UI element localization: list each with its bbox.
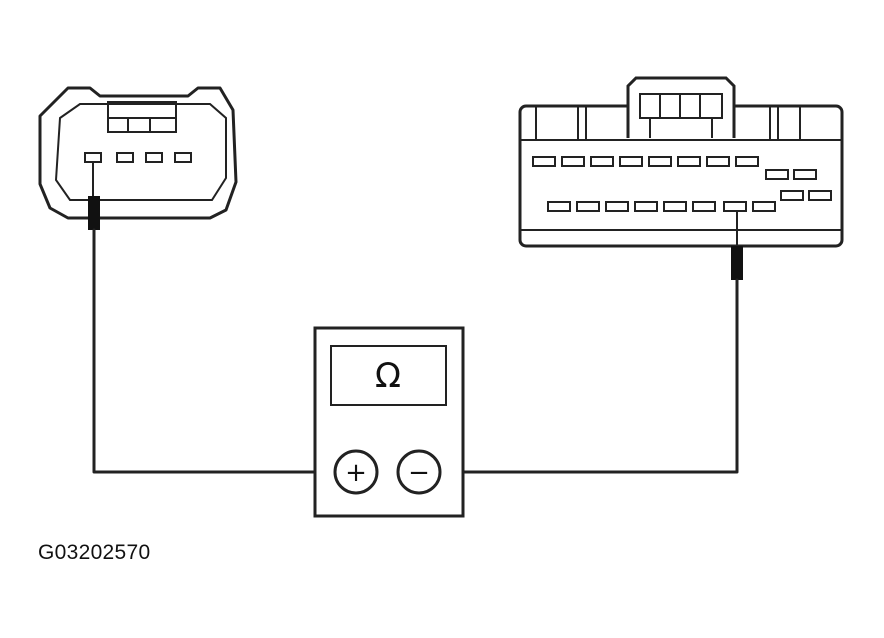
positive-test-lead: [88, 162, 339, 474]
meter-display: [330, 345, 447, 406]
left-connector-pin: [84, 152, 102, 163]
left-probe: [88, 196, 100, 230]
tested-pin: [723, 201, 747, 212]
negative-terminal: [396, 449, 442, 495]
left-connector-pin: [116, 152, 134, 163]
negative-test-lead: [437, 211, 743, 474]
ohmmeter: Ω + −: [313, 326, 465, 518]
right-probe: [731, 246, 743, 280]
negative-terminal-symbol: −: [408, 458, 430, 488]
right-connector-lower-pins: [547, 190, 832, 212]
left-connector-pin: [174, 152, 192, 163]
positive-terminal: [333, 449, 379, 495]
positive-terminal-symbol: +: [345, 458, 367, 488]
left-connector: [38, 86, 238, 220]
right-connector: [518, 76, 844, 248]
ohm-symbol: Ω: [375, 356, 401, 396]
figure-id: G03202570: [38, 541, 151, 564]
right-connector-upper-pins: [532, 156, 817, 180]
left-connector-pin: [145, 152, 163, 163]
